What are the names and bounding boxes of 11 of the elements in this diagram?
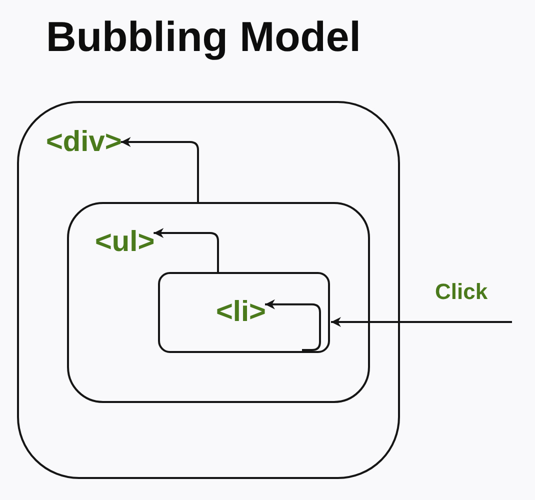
arrow <box>154 228 219 273</box>
arrow <box>265 299 321 351</box>
container-box <box>17 101 400 479</box>
container-box <box>67 202 370 403</box>
tag-heading: <li> <box>216 296 266 328</box>
arrow <box>331 317 512 327</box>
tag-heading: <ul> <box>95 226 155 258</box>
arrow <box>120 137 199 203</box>
tag-heading: <div> <box>46 126 122 158</box>
container-box <box>158 272 330 353</box>
diagram-title: Bubbling Model <box>46 12 361 62</box>
